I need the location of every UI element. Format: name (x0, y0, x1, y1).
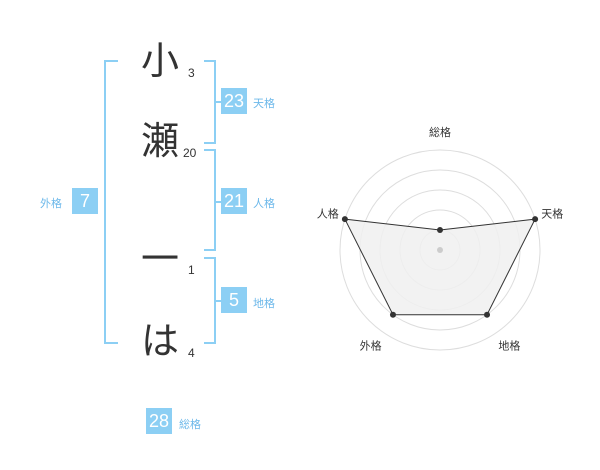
radar-axis-label-2: 天格 (541, 207, 563, 221)
chikaku-bracket (204, 257, 216, 344)
jinkaku-bracket (204, 149, 216, 251)
radar-point-5 (341, 216, 348, 223)
tenkaku-value: 23 (221, 88, 247, 114)
stroke-count-2: 20 (183, 146, 197, 160)
chikaku-connector (216, 300, 222, 302)
jinkaku-value: 21 (221, 188, 247, 214)
tenkaku-connector (216, 101, 222, 103)
name-char-4: は (140, 319, 179, 363)
radar-axis-label-5: 人格 (317, 207, 339, 221)
stroke-count-4: 4 (188, 346, 195, 360)
jinkaku-connector (216, 201, 222, 203)
radar-point-3 (484, 311, 491, 318)
tenkaku-bracket (204, 60, 216, 144)
radar-axis-label-3: 地格 (498, 338, 520, 352)
soukaku-label: 総格 (179, 418, 201, 431)
radar-axis-label-1: 総格 (429, 125, 451, 139)
stroke-count-3: 1 (188, 263, 195, 277)
tenkaku-label: 天格 (253, 97, 275, 110)
radar-data-polygon (344, 218, 536, 316)
stroke-count-1: 3 (188, 66, 195, 80)
gaikaku-value: 7 (72, 188, 98, 214)
radar-point-1 (437, 227, 443, 233)
gaikaku-label: 外格 (40, 197, 62, 210)
radar-point-4 (389, 311, 396, 318)
radar-point-2 (532, 216, 539, 223)
name-char-1: 小 (140, 39, 179, 83)
jinkaku-label: 人格 (253, 197, 275, 210)
gaikaku-bracket (104, 60, 118, 344)
soukaku-value: 28 (146, 408, 172, 434)
chikaku-label: 地格 (253, 297, 275, 310)
radar-axis-label-4: 外格 (360, 338, 382, 352)
name-char-3: 一 (140, 237, 179, 281)
name-char-2: 瀬 (140, 119, 179, 163)
chikaku-value: 5 (221, 287, 247, 313)
radar-center-dot (437, 247, 443, 253)
